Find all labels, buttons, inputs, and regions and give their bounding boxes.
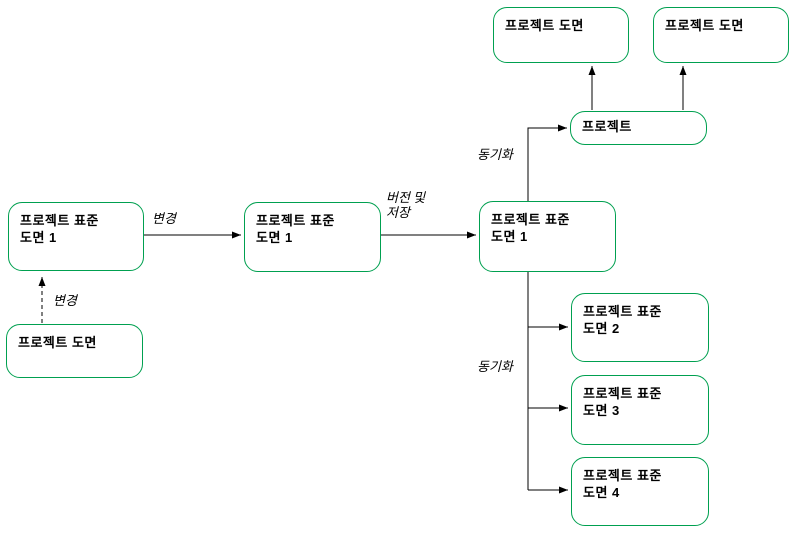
node-project-standard-drawing-1-middle: 프로젝트 표준 도면 1 (244, 202, 381, 272)
node-project-standard-drawing-4: 프로젝트 표준 도면 4 (571, 457, 709, 526)
node-project-drawing-bottom-left: 프로젝트 도면 (6, 324, 143, 378)
node-label: 도면 4 (583, 485, 620, 500)
node-label: 프로젝트 도면 (18, 335, 97, 350)
edge-label-change: 변경 (152, 211, 176, 226)
node-label: 프로젝트 표준 (256, 213, 335, 228)
node-project-drawing-top-2: 프로젝트 도면 (653, 7, 789, 63)
edge-label-sync-bottom: 동기화 (477, 359, 513, 374)
node-label: 프로젝트 표준 (20, 213, 99, 228)
node-project-drawing-top-1: 프로젝트 도면 (493, 7, 629, 63)
arrow-sync-to-project (527, 124, 567, 201)
edge-label-line: 저장 (386, 205, 410, 220)
edge-label-sync-top: 동기화 (477, 147, 513, 162)
node-project-standard-drawing-1-right: 프로젝트 표준 도면 1 (479, 201, 616, 272)
edge-label-line: 버전 및 (386, 190, 426, 205)
node-label: 프로젝트 도면 (665, 18, 744, 33)
node-label: 도면 2 (583, 321, 620, 336)
node-label: 도면 1 (20, 230, 57, 245)
edge-label-version-save: 버전 및 저장 (386, 190, 425, 220)
node-label: 프로젝트 표준 (583, 304, 662, 319)
node-label: 프로젝트 (582, 119, 632, 134)
node-label: 도면 1 (256, 230, 293, 245)
node-project-standard-drawing-2: 프로젝트 표준 도면 2 (571, 293, 709, 362)
node-label: 프로젝트 도면 (505, 18, 584, 33)
edge-label-change-dashed: 변경 (53, 293, 77, 308)
node-label: 프로젝트 표준 (583, 386, 662, 401)
node-label: 프로젝트 표준 (583, 468, 662, 483)
node-label: 프로젝트 표준 (491, 212, 570, 227)
node-label: 도면 1 (491, 229, 528, 244)
node-project-standard-drawing-1-left: 프로젝트 표준 도면 1 (8, 202, 144, 271)
node-project-standard-drawing-3: 프로젝트 표준 도면 3 (571, 375, 709, 445)
node-label: 도면 3 (583, 403, 620, 418)
node-project: 프로젝트 (570, 111, 707, 145)
